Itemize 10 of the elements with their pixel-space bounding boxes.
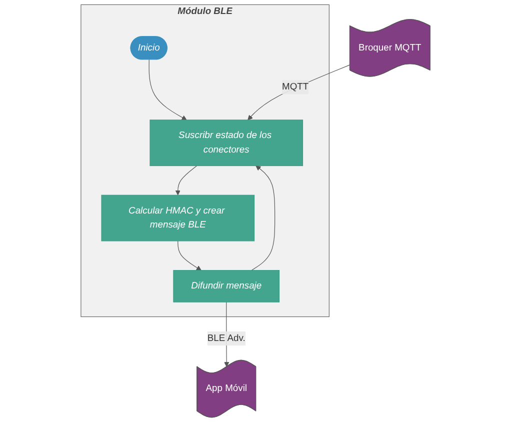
edge-label: MQTT (282, 82, 309, 92)
arrow (148, 59, 187, 120)
node-box: Suscribr estado de los conectores (150, 120, 304, 166)
arrow (178, 240, 202, 271)
edge-label: BLE Adv. (207, 333, 246, 344)
arrow (248, 64, 350, 120)
node-box: Difundir mensaje (173, 270, 280, 302)
arrow (175, 165, 198, 196)
node-box: Calcular HMAC y crear mensaje BLE (101, 194, 255, 242)
arrow (251, 166, 276, 271)
